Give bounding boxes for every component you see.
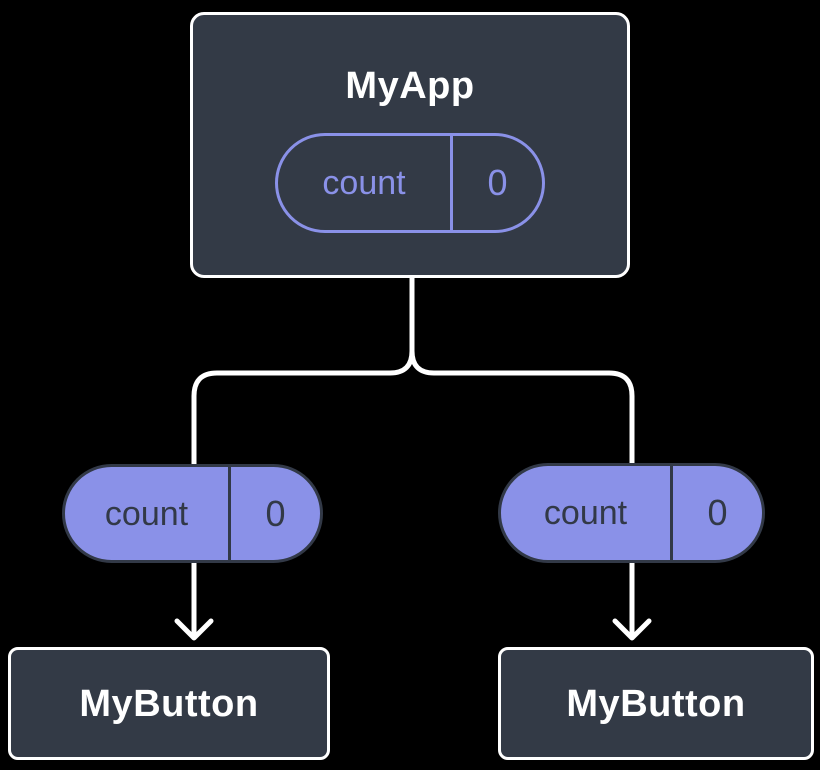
branch-right-line (409, 275, 635, 467)
mybutton-left-card: MyButton (8, 647, 330, 760)
state-value: 0 (670, 466, 762, 560)
child-right-state-pill: count 0 (498, 463, 765, 563)
branch-left-line (191, 275, 415, 467)
myapp-title: MyApp (345, 65, 475, 107)
arrow-right-head-icon (612, 618, 652, 641)
state-label: count (322, 164, 406, 202)
myapp-state-pill: count 0 (275, 133, 545, 233)
child-left-state-pill: count 0 (62, 464, 323, 563)
mybutton-right-card: MyButton (498, 647, 814, 760)
state-label: count (543, 494, 628, 532)
mybutton-left-title: MyButton (79, 682, 259, 725)
myapp-card: MyApp count 0 (190, 12, 630, 278)
state-value: 0 (228, 467, 320, 560)
state-value: 0 (450, 136, 542, 230)
mybutton-right-title: MyButton (566, 682, 746, 725)
arrow-left-head-icon (174, 618, 214, 641)
state-label: count (104, 494, 189, 533)
